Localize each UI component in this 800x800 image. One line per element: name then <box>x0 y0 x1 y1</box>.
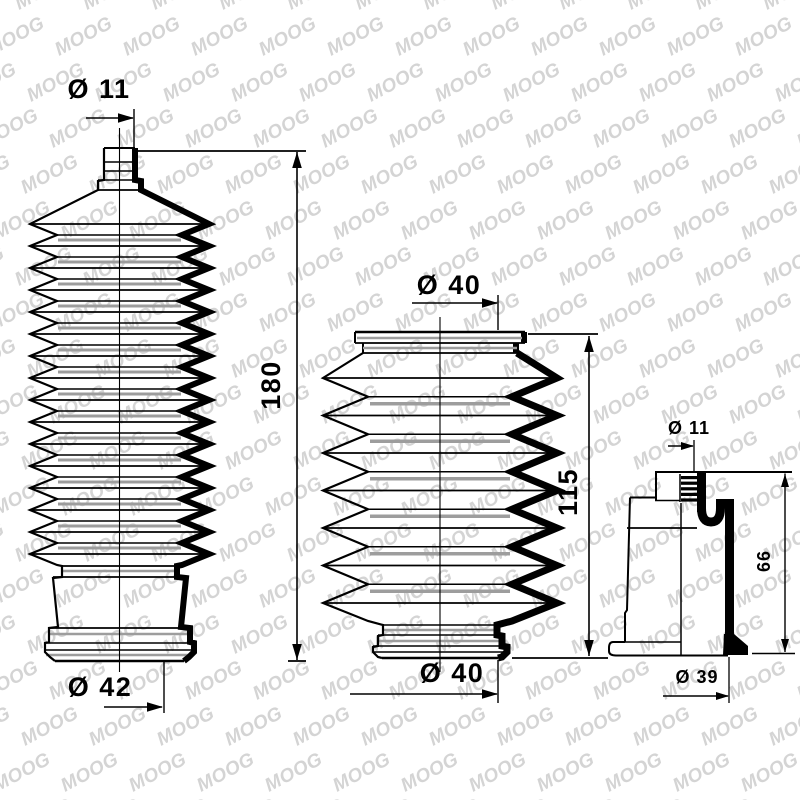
boot-small-geometry <box>608 440 795 703</box>
dim-label-large-height: 180 <box>256 360 286 410</box>
dim-label-medium-bottom-diameter: Ø 40 <box>420 658 485 688</box>
dim-label-small-height: 66 <box>754 550 774 572</box>
dim-label-large-top-diameter: Ø 11 <box>67 74 130 104</box>
boot-large-drawing: Ø 11 180 Ø 42 <box>27 74 306 713</box>
boot-small-drawing: Ø 11 66 Ø 39 <box>608 418 795 703</box>
dim-label-small-top-diameter: Ø 11 <box>668 418 710 438</box>
boot-medium-drawing: Ø 40 115 Ø 40 <box>320 270 608 703</box>
boot-large-geometry <box>27 109 306 713</box>
dim-label-large-bottom-diameter: Ø 42 <box>68 672 133 702</box>
dim-label-medium-top-diameter: Ø 40 <box>417 270 482 300</box>
dim-label-small-bottom-diameter: Ø 39 <box>675 667 718 687</box>
boot-medium-geometry <box>320 295 608 703</box>
